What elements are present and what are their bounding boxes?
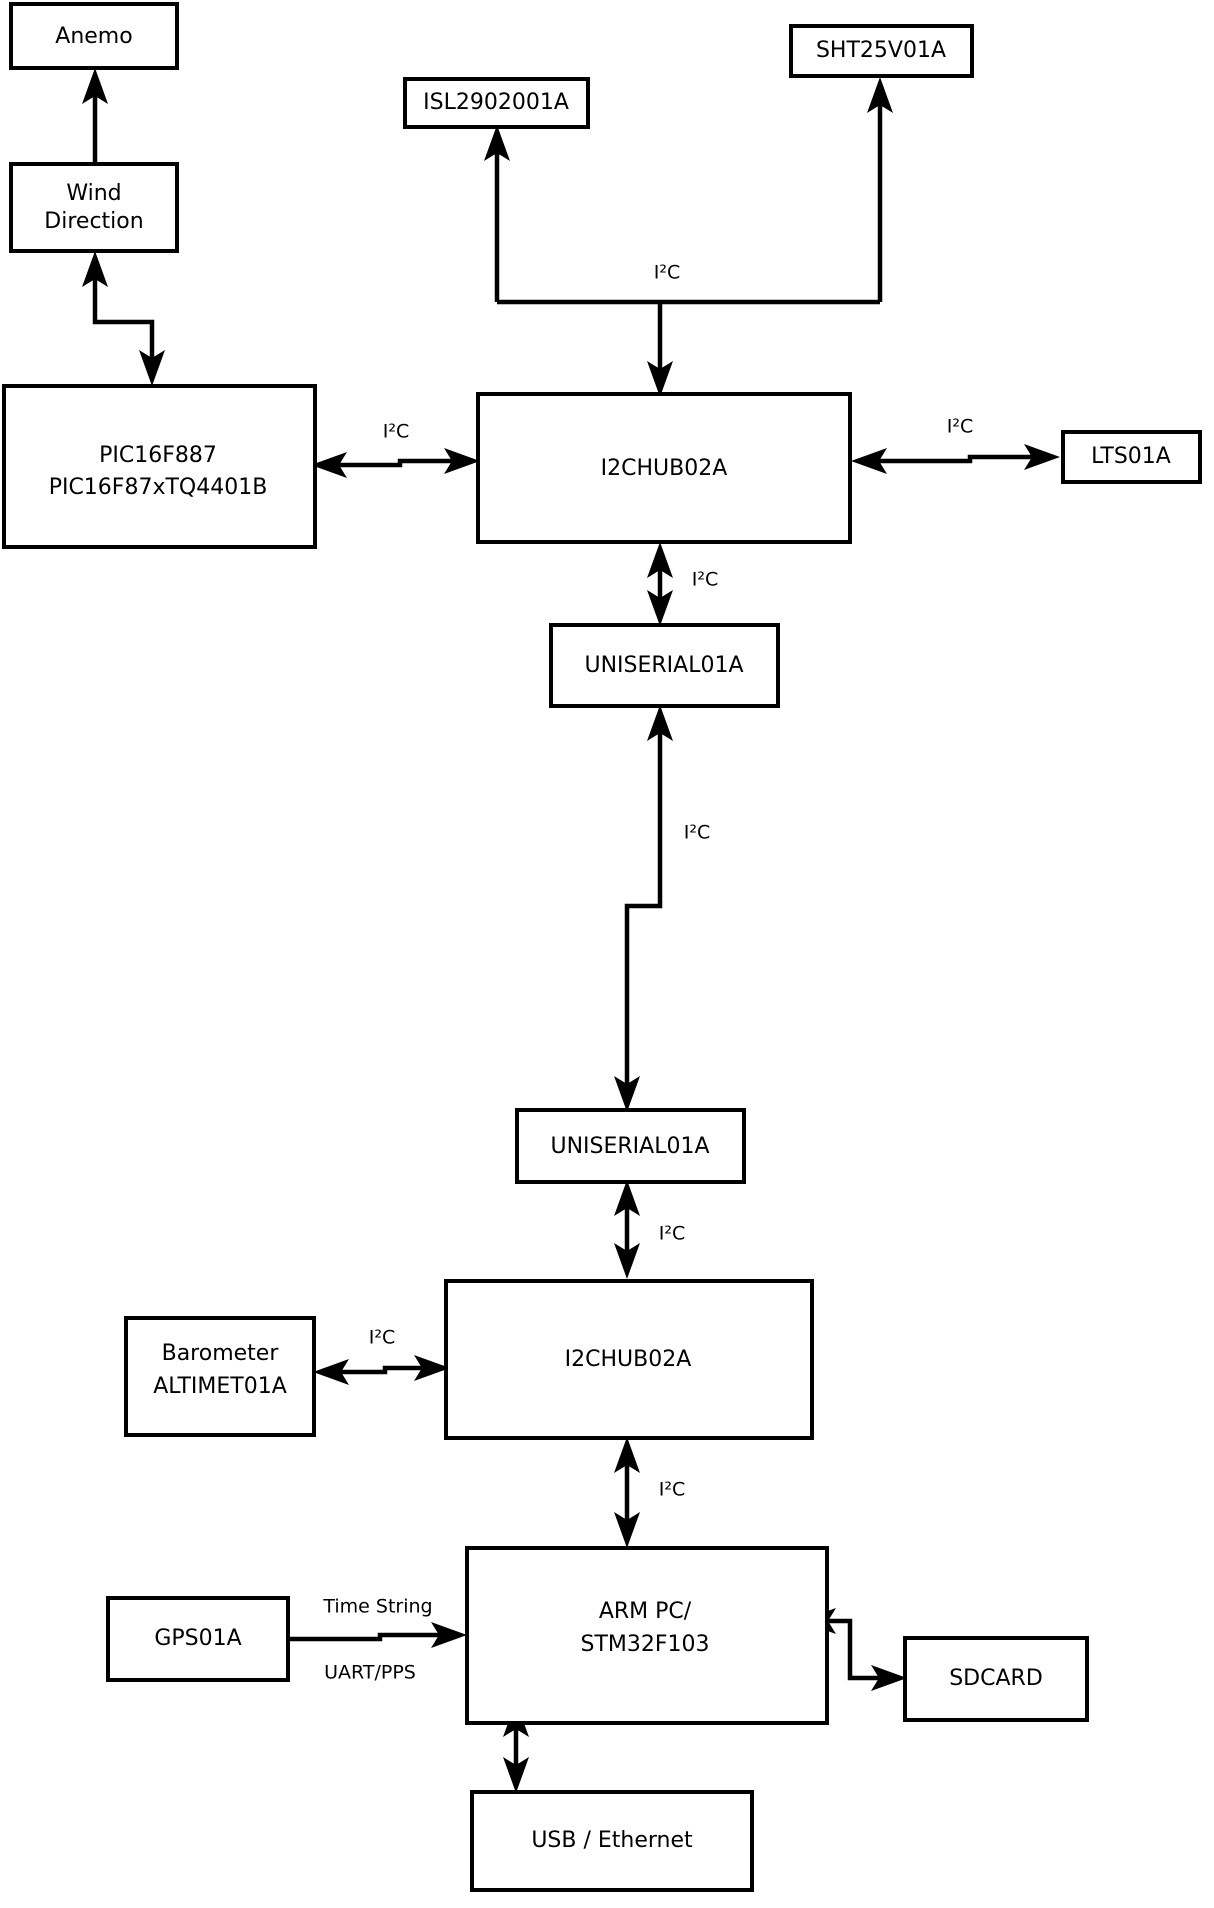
- node-uniserial01a-bottom-label: UNISERIAL01A: [550, 1134, 709, 1159]
- node-lts01a-label: LTS01A: [1091, 444, 1171, 469]
- edge-label-gps-uart-pps: UART/PPS: [324, 1662, 416, 1684]
- arrow-down-icon: [139, 350, 165, 386]
- node-usb-ethernet[interactable]: USB / Ethernet: [470, 1790, 754, 1892]
- node-anemo-label: Anemo: [55, 24, 132, 49]
- node-pic16f887-label-2: PIC16F87xTQ4401B: [49, 475, 268, 500]
- arrow-up-icon: [484, 125, 510, 161]
- arrow-up-icon: [614, 1437, 640, 1473]
- node-sht25v01a-label: SHT25V01A: [816, 38, 946, 63]
- edge-label-hub-arm: I²C: [659, 1479, 686, 1501]
- arrow-up-icon: [82, 68, 108, 104]
- edge-uniserial-link: I²C: [614, 705, 710, 1112]
- node-wind-direction-label-2: Direction: [44, 209, 143, 234]
- node-anemo[interactable]: Anemo: [9, 2, 179, 70]
- edge-label-isl-sht-bus: I²C: [654, 262, 681, 284]
- arrow-down-icon: [647, 590, 673, 626]
- node-barometer-label-2: ALTIMET01A: [153, 1374, 287, 1399]
- node-sdcard[interactable]: SDCARD: [903, 1636, 1089, 1722]
- node-uniserial01a-top[interactable]: UNISERIAL01A: [549, 623, 780, 708]
- edge-hub-uniserial-top: I²C: [647, 542, 718, 626]
- node-usb-ethernet-label: USB / Ethernet: [531, 1828, 693, 1853]
- node-isl2902001a-label: ISL2902001A: [423, 90, 569, 115]
- edge-label-hub-uniserial: I²C: [692, 569, 719, 591]
- arrow-down-icon: [614, 1243, 640, 1279]
- node-wind-direction-label-1: Wind: [66, 181, 121, 206]
- arrow-down-icon: [503, 1757, 529, 1793]
- edge-label-pic-hub: I²C: [383, 421, 410, 443]
- node-lts01a[interactable]: LTS01A: [1061, 430, 1202, 484]
- node-sht25v01a[interactable]: SHT25V01A: [789, 24, 974, 78]
- edge-pic-hub: I²C: [311, 421, 480, 478]
- node-i2chub02a-bottom[interactable]: I2CHUB02A: [444, 1279, 814, 1440]
- arrow-left-icon: [313, 1359, 349, 1385]
- arrow-up-icon: [867, 77, 893, 113]
- edge-label-barometer-hub: I²C: [369, 1327, 396, 1349]
- node-uniserial01a-top-label: UNISERIAL01A: [584, 653, 743, 678]
- arrow-right-icon: [1024, 444, 1060, 470]
- edge-hub-lts: I²C: [851, 416, 1060, 474]
- edge-label-uniserial-link: I²C: [684, 822, 711, 844]
- arrow-right-icon: [431, 1622, 467, 1648]
- edge-label-uniserial-hub: I²C: [659, 1223, 686, 1245]
- arrow-down-icon: [647, 361, 673, 397]
- arrow-down-icon: [614, 1512, 640, 1548]
- node-pic16f887-label-1: PIC16F887: [99, 443, 217, 468]
- arrow-right-icon: [871, 1665, 907, 1691]
- node-barometer-label-1: Barometer: [162, 1341, 280, 1366]
- edge-barometer-hub: I²C: [313, 1327, 450, 1385]
- edge-pic-wind: [82, 251, 165, 386]
- arrow-up-icon: [647, 542, 673, 578]
- arrow-up-icon: [614, 1180, 640, 1216]
- node-i2chub02a-top[interactable]: I2CHUB02A: [476, 392, 852, 544]
- edge-label-hub-lts: I²C: [947, 416, 974, 438]
- node-arm-pc-stm32f103[interactable]: ARM PC/ STM32F103: [465, 1546, 829, 1725]
- node-barometer-altimet01a[interactable]: Barometer ALTIMET01A: [124, 1316, 316, 1437]
- node-isl2902001a[interactable]: ISL2902001A: [403, 77, 590, 129]
- edge-gps-arm: Time String UART/PPS: [287, 1596, 467, 1684]
- node-sdcard-label: SDCARD: [949, 1666, 1043, 1691]
- node-i2chub02a-top-label: I2CHUB02A: [601, 456, 728, 481]
- node-arm-pc-label-1: ARM PC/: [599, 1599, 692, 1624]
- node-i2chub02a-bottom-label: I2CHUB02A: [565, 1347, 692, 1372]
- edge-hub-isl-sht-bus: I²C: [484, 77, 893, 397]
- node-uniserial01a-bottom[interactable]: UNISERIAL01A: [515, 1108, 746, 1184]
- edge-hub-arm: I²C: [614, 1437, 685, 1548]
- arrow-up-icon: [82, 251, 108, 287]
- arrow-left-icon: [851, 448, 887, 474]
- arrow-left-icon: [311, 452, 347, 478]
- arrow-down-icon: [614, 1076, 640, 1112]
- node-pic16f887[interactable]: PIC16F887 PIC16F87xTQ4401B: [2, 384, 317, 549]
- node-gps01a-label: GPS01A: [154, 1626, 241, 1651]
- edge-label-gps-time-string: Time String: [322, 1596, 432, 1618]
- edge-uniserial-hub-bottom: I²C: [614, 1180, 685, 1279]
- node-wind-direction[interactable]: Wind Direction: [9, 162, 179, 253]
- node-arm-pc-label-2: STM32F103: [580, 1632, 709, 1657]
- arrow-up-icon: [647, 705, 673, 741]
- node-gps01a[interactable]: GPS01A: [106, 1596, 290, 1682]
- arrow-right-icon: [414, 1355, 450, 1381]
- arrow-right-icon: [444, 448, 480, 474]
